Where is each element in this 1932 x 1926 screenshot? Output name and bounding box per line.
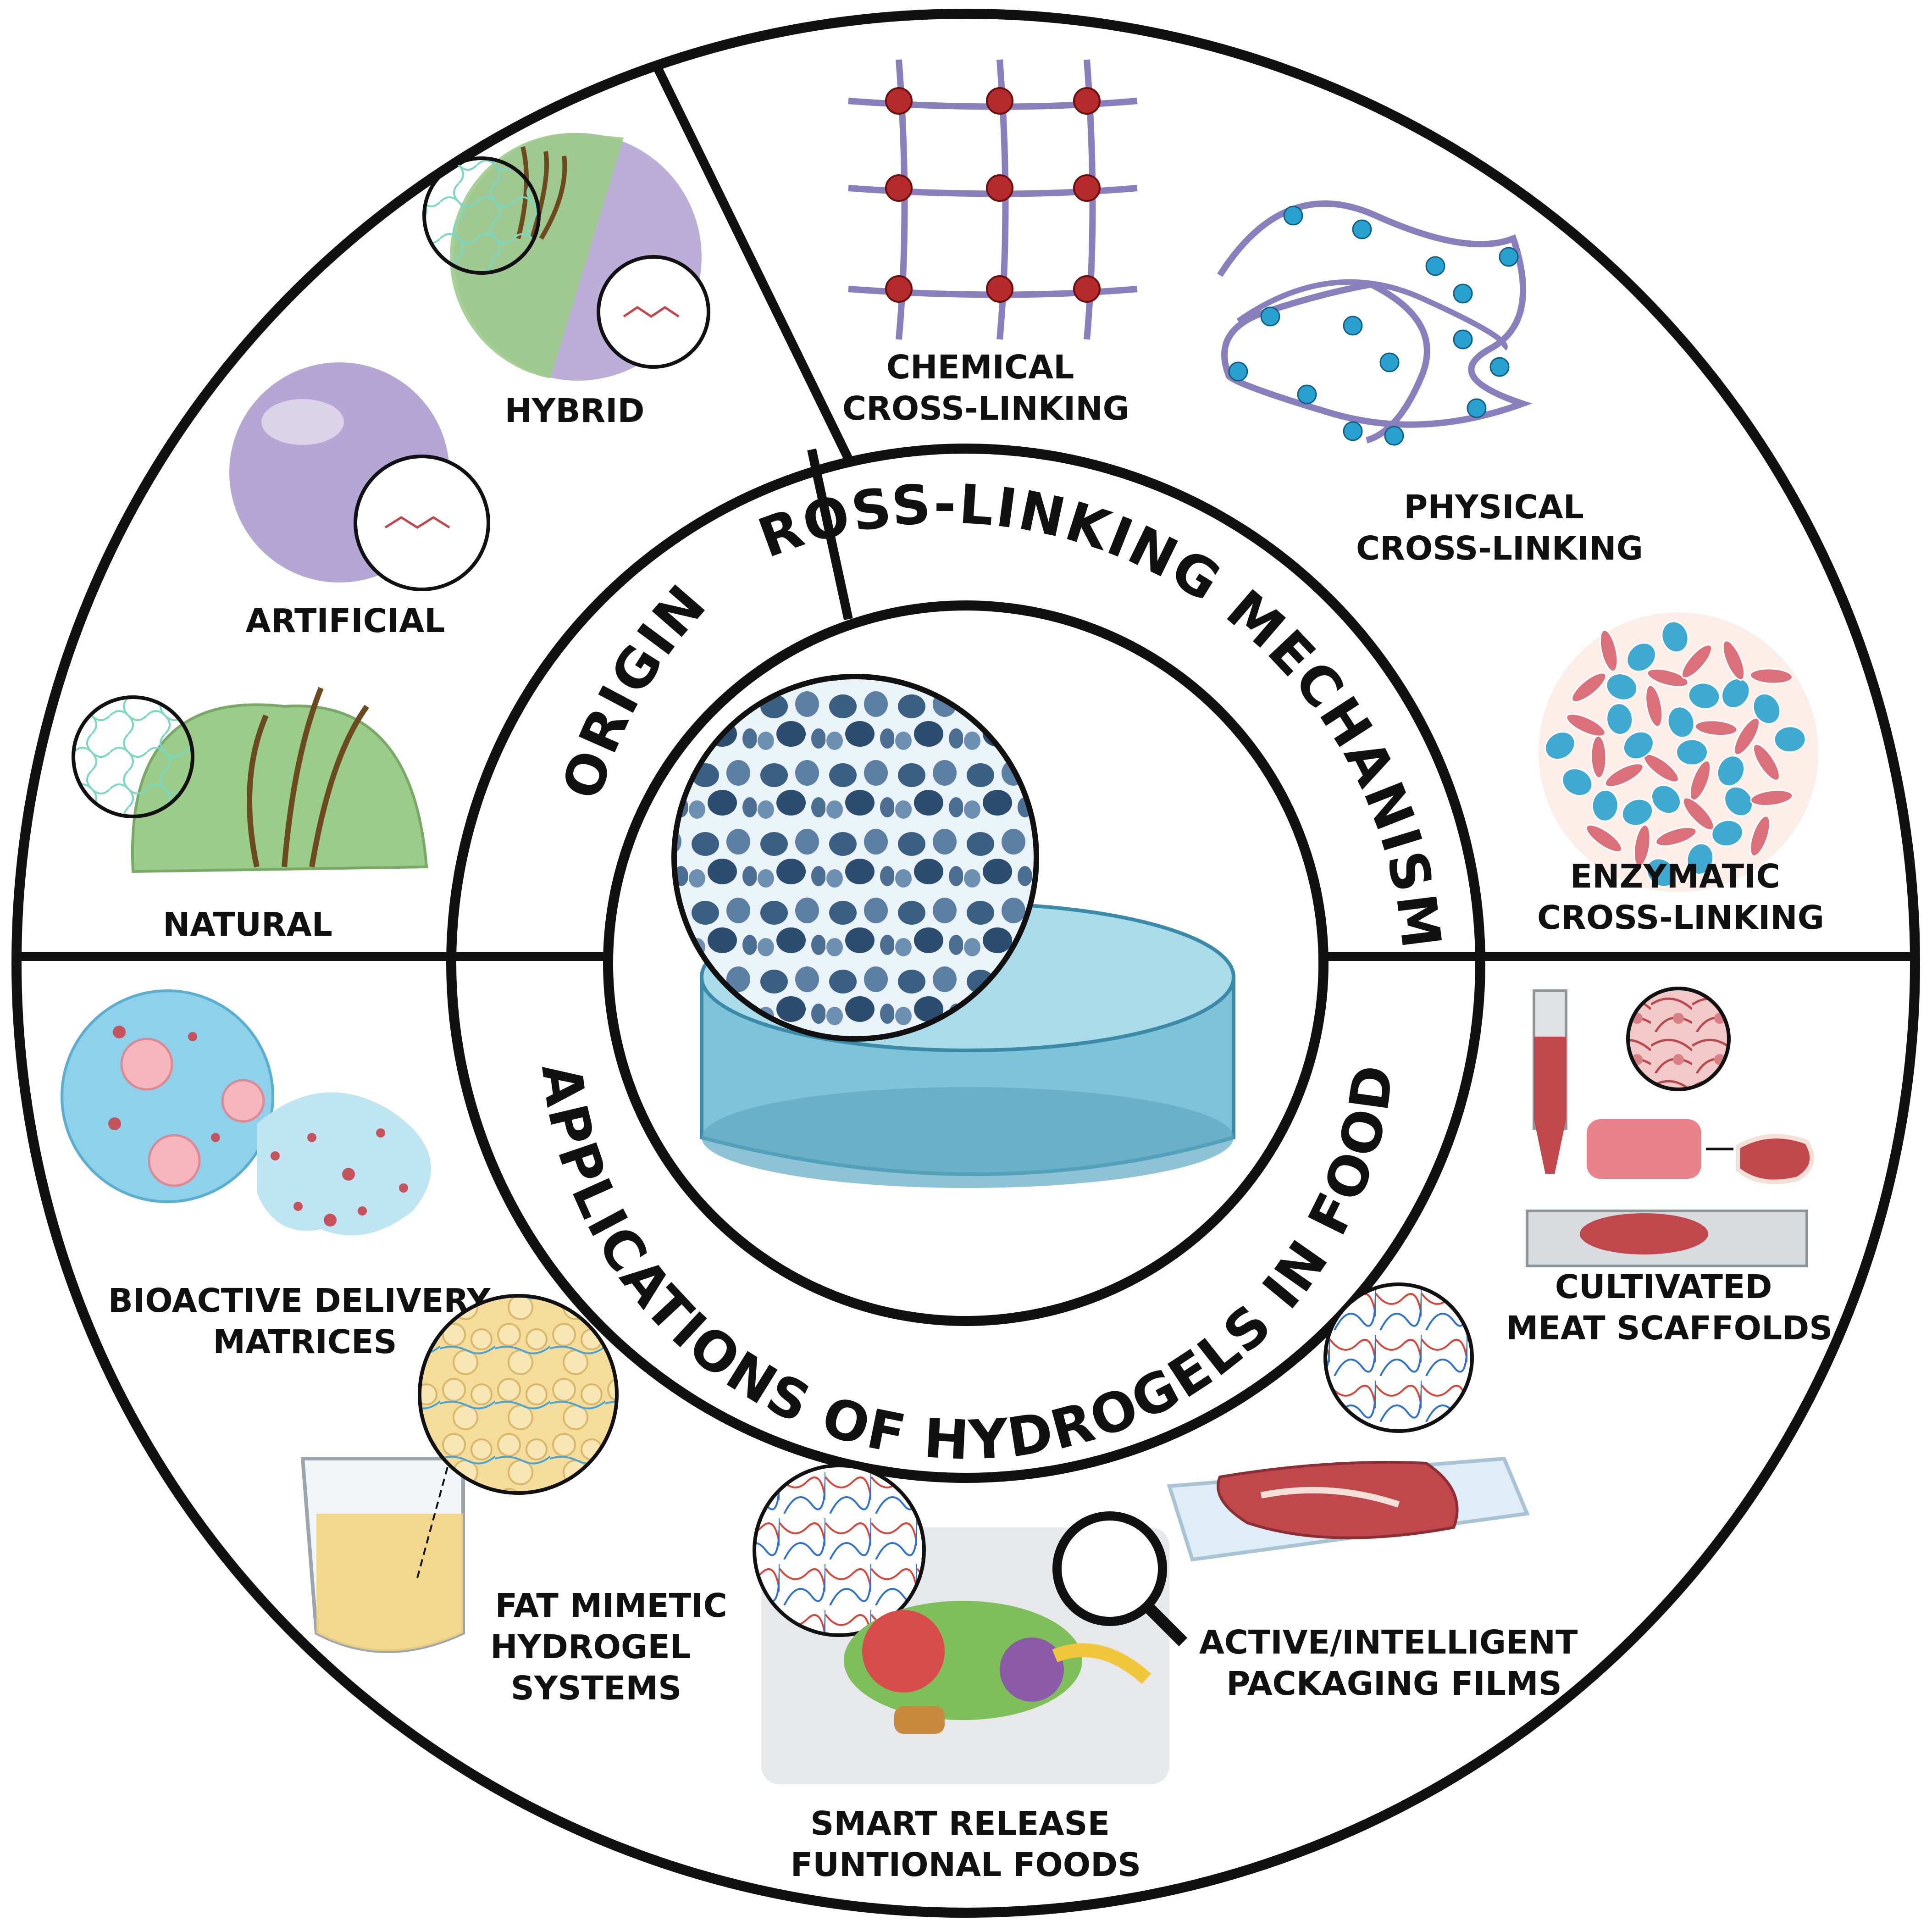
cultivated-meat-illustration [1526, 987, 1815, 1267]
packaging-films-illustration [1167, 1282, 1530, 1562]
artificial-illustration [229, 362, 490, 591]
label-bioactive-delivery: BIOACTIVE DELIVERY MATRICES [108, 1282, 502, 1361]
label-natural: NATURAL [163, 905, 332, 944]
fat-mimetic-illustration [300, 1294, 619, 1653]
label-smart-release: SMART RELEASE FUNTIONAL FOODS [791, 1804, 1141, 1884]
label-packaging-films: ACTIVE/INTELLIGENT PACKAGING FILMS [1199, 1623, 1589, 1703]
label-enzymatic-crosslinking: ENZYMATIC CROSS-LINKING [1537, 857, 1824, 937]
physical-crosslinking-illustration [1217, 200, 1533, 446]
chemical-crosslinking-illustration [848, 59, 1138, 340]
label-hybrid: HYBRID [505, 392, 645, 430]
central-hydrogel-illustration [671, 674, 1235, 1188]
bioactive-delivery-illustration [61, 989, 431, 1236]
divider-lines [17, 62, 1915, 961]
label-artificial: ARTIFICIAL [246, 602, 445, 640]
label-physical-crosslinking: PHYSICAL CROSS-LINKING [1356, 488, 1643, 567]
smart-release-illustration [753, 1464, 1188, 1784]
label-chemical-crosslinking: CHEMICAL CROSS-LINKING [842, 348, 1129, 427]
hybrid-illustration [422, 133, 710, 381]
enzymatic-crosslinking-illustration [1539, 612, 1818, 892]
label-cultivated-meat: CULTIVATED MEAT SCAFFOLDS [1506, 1268, 1833, 1347]
label-fat-mimetic: FAT MIMETIC HYDROGEL SYSTEMS [490, 1587, 738, 1707]
natural-illustration [72, 687, 428, 873]
porous-structure-zoom [671, 674, 1039, 1042]
